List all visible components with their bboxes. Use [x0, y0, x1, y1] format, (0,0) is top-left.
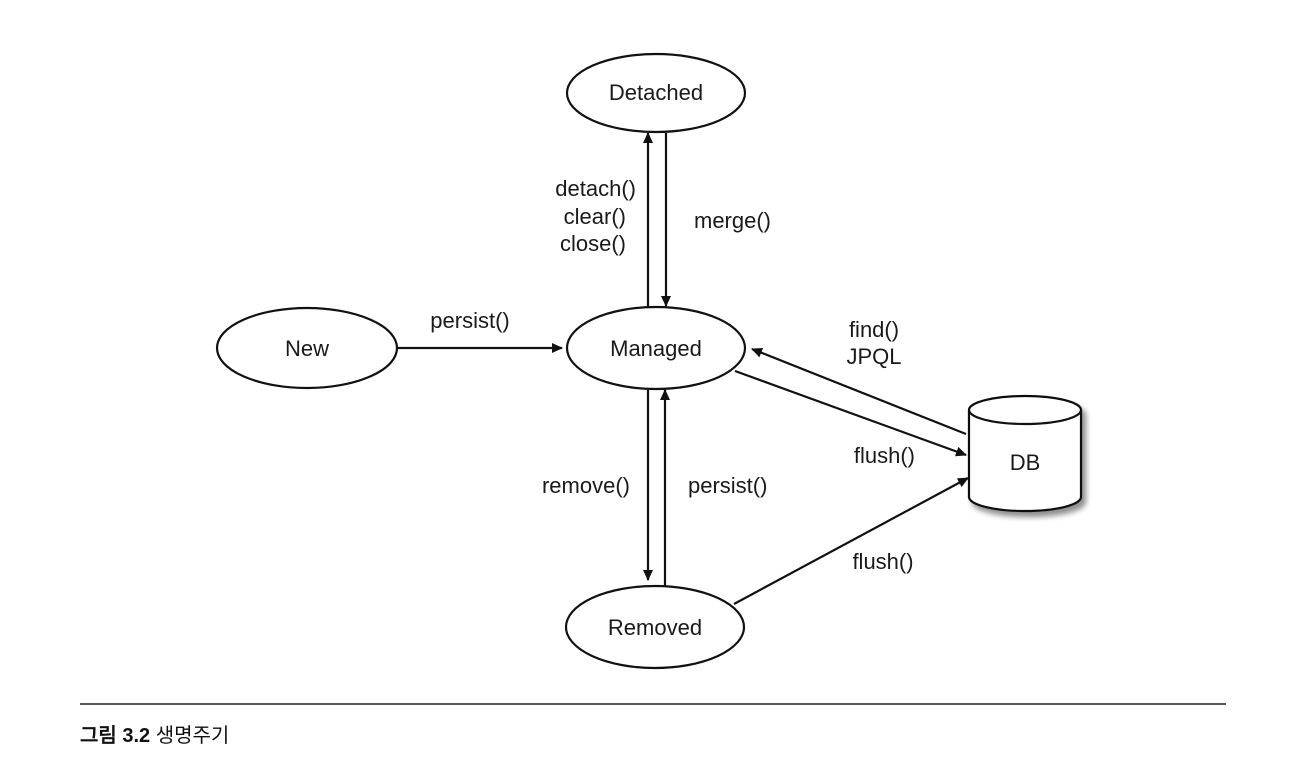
label-find: find(): [849, 317, 899, 342]
edge-managed-to-db: [734, 369, 967, 457]
node-db-label: DB: [1010, 450, 1041, 475]
figure-caption-text: 생명주기: [155, 725, 230, 747]
label-persist-removed: persist(): [688, 473, 767, 498]
label-persist-new: persist(): [430, 308, 509, 333]
label-jpql: JPQL: [846, 344, 901, 369]
label-detach: detach(): [555, 176, 636, 201]
figure-caption-label: 그림 3.2: [80, 725, 151, 747]
label-remove: remove(): [542, 473, 630, 498]
node-removed-label: Removed: [608, 615, 702, 640]
node-managed-label: Managed: [610, 336, 702, 361]
node-managed: Managed: [565, 305, 747, 391]
figure-caption: 그림 3.2 생명주기: [80, 719, 229, 748]
label-merge: merge(): [694, 208, 771, 233]
edge-removed-to-db: [733, 477, 969, 605]
node-db: DB: [967, 394, 1083, 513]
node-detached: Detached: [565, 52, 747, 134]
node-removed: Removed: [564, 584, 746, 670]
label-close: close(): [560, 231, 626, 256]
label-clear: clear(): [564, 204, 626, 229]
label-flush-removed: flush(): [852, 549, 913, 574]
node-detached-label: Detached: [609, 80, 703, 105]
edge-db-to-managed: [751, 347, 967, 436]
node-new-label: New: [285, 336, 329, 361]
label-flush-managed: flush(): [854, 443, 915, 468]
node-new: New: [215, 306, 399, 390]
